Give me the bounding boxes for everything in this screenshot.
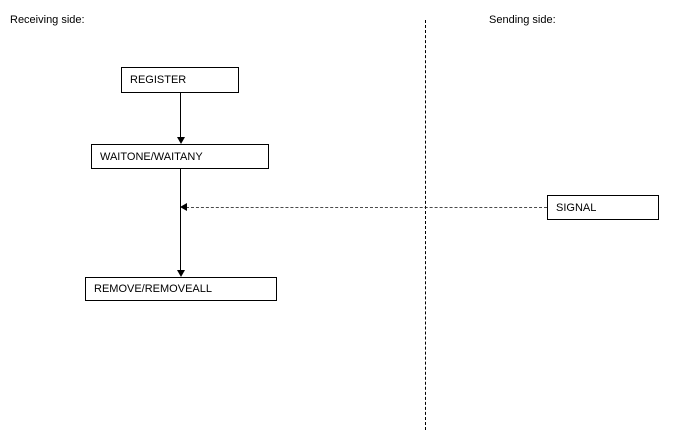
edge-waitone-to-remove	[180, 169, 181, 270]
edge-signal-to-waitone	[186, 207, 547, 208]
node-waitone-waitany-label: WAITONE/WAITANY	[100, 150, 203, 163]
arrowhead-down-icon	[177, 137, 185, 144]
receiving-side-label: Receiving side:	[10, 14, 85, 26]
node-waitone-waitany[interactable]: WAITONE/WAITANY	[91, 144, 269, 169]
node-signal[interactable]: SIGNAL	[547, 195, 659, 220]
sending-side-label: Sending side:	[489, 14, 556, 26]
node-signal-label: SIGNAL	[556, 201, 597, 214]
arrowhead-left-icon	[180, 203, 187, 211]
node-register[interactable]: REGISTER	[121, 67, 239, 93]
node-register-label: REGISTER	[130, 74, 187, 86]
side-divider	[425, 20, 426, 430]
edge-register-to-waitone	[180, 93, 181, 137]
arrowhead-down-icon	[177, 270, 185, 277]
node-remove-removeall[interactable]: REMOVE/REMOVEALL	[85, 277, 277, 301]
node-remove-removeall-label: REMOVE/REMOVEALL	[94, 283, 212, 295]
